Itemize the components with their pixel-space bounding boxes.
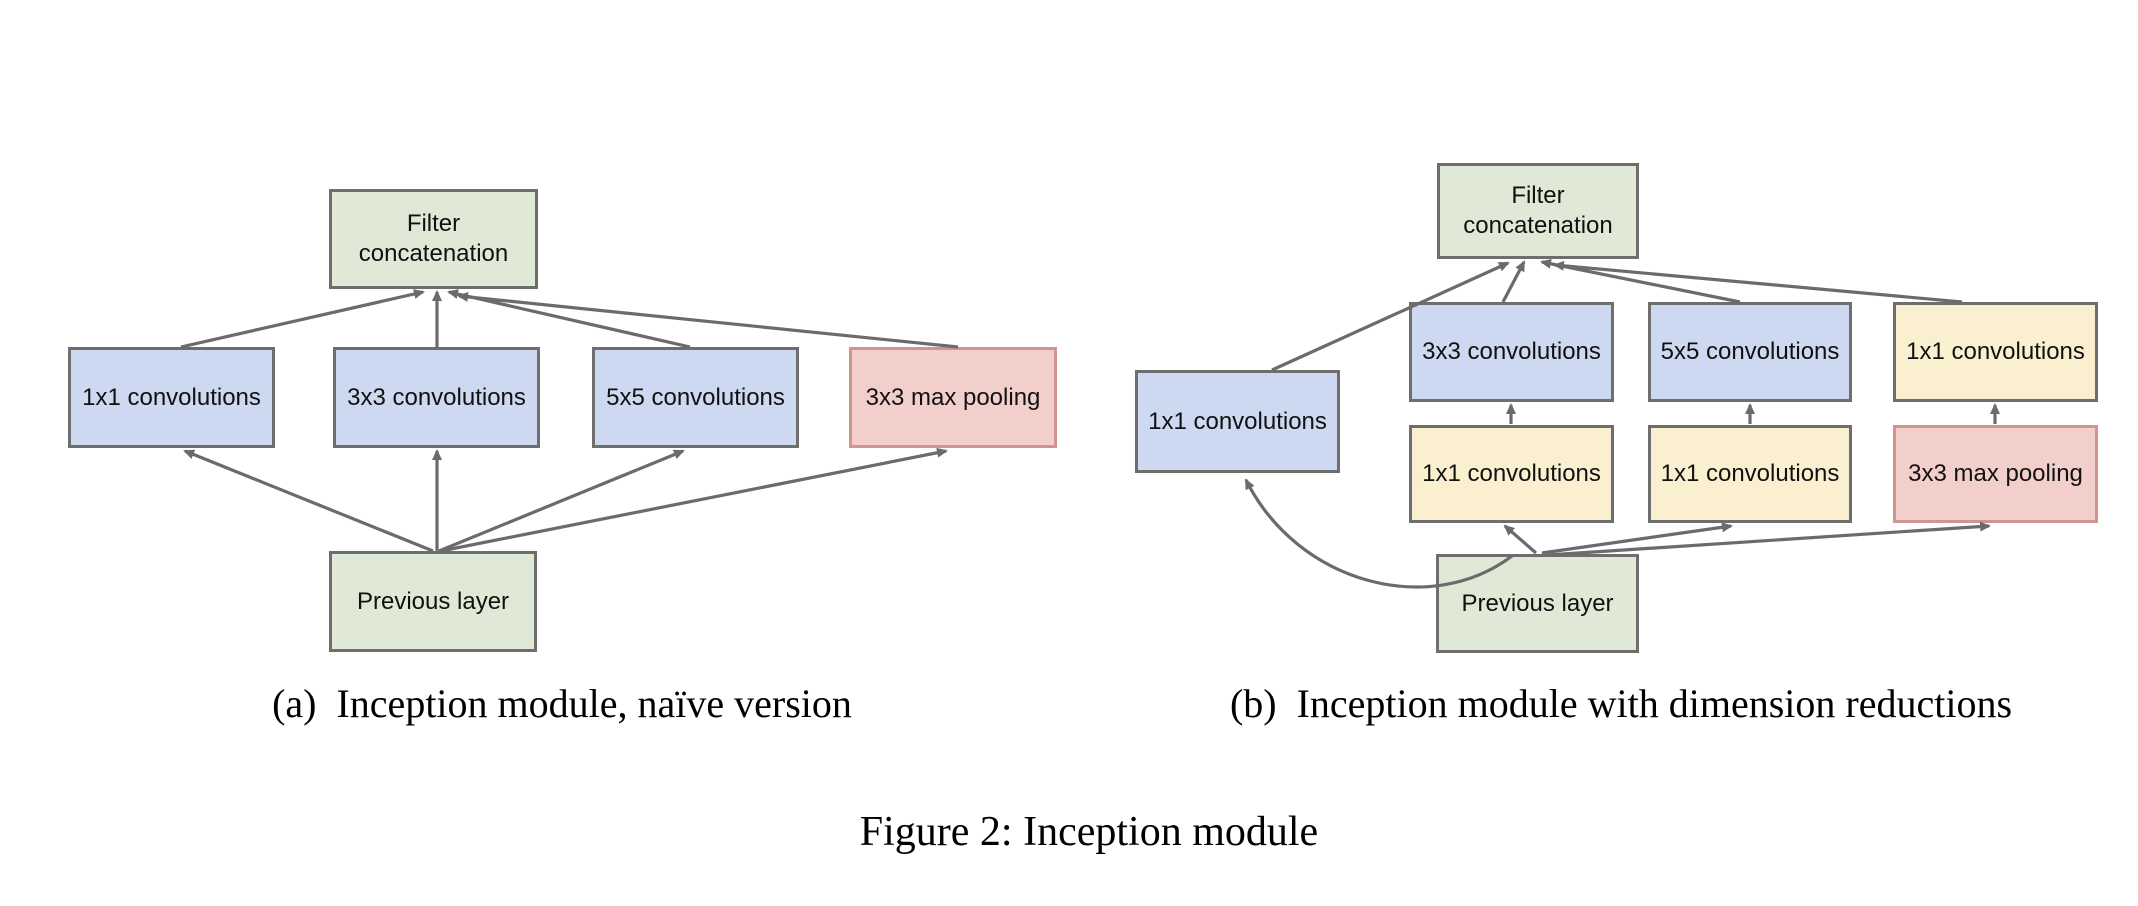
- node-b-filter-concatenation: Filter concatenation: [1437, 163, 1639, 259]
- node-b-1x1-convolutions-right: 1x1 convolutions: [1893, 302, 2098, 402]
- node-b-1x1-reduce-before-3x3: 1x1 convolutions: [1409, 425, 1614, 523]
- node-b-3x3-max-pooling: 3x3 max pooling: [1893, 425, 2098, 523]
- subcaption-a-text: Inception module, naïve version: [336, 681, 852, 726]
- node-b-5x5-convolutions: 5x5 convolutions: [1648, 302, 1852, 402]
- subcaption-b-label: (b): [1229, 681, 1277, 726]
- node-a-3x3-convolutions: 3x3 convolutions: [333, 347, 540, 448]
- node-b-previous-layer: Previous layer: [1436, 554, 1639, 653]
- subcaption-a: (a) Inception module, naïve version: [60, 680, 1064, 727]
- node-a-5x5-convolutions: 5x5 convolutions: [592, 347, 799, 448]
- figure-caption: Figure 2: Inception module: [859, 809, 1319, 855]
- node-a-filter-concatenation: Filter concatenation: [329, 189, 538, 289]
- node-b-1x1-reduce-before-5x5: 1x1 convolutions: [1648, 425, 1852, 523]
- subcaption-b-text: Inception module with dimension reductio…: [1296, 681, 2013, 726]
- diagram-a-arrows: [180, 289, 959, 553]
- node-a-1x1-convolutions: 1x1 convolutions: [68, 347, 275, 448]
- node-a-previous-layer: Previous layer: [329, 551, 537, 652]
- subcaption-b: (b) Inception module with dimension reduc…: [1104, 680, 2138, 727]
- node-b-3x3-convolutions: 3x3 convolutions: [1409, 302, 1614, 402]
- node-a-3x3-max-pooling: 3x3 max pooling: [849, 347, 1057, 448]
- subcaption-a-label: (a): [272, 681, 317, 726]
- diagram-b-arrows: [1244, 258, 2000, 589]
- node-b-1x1-convolutions-left: 1x1 convolutions: [1135, 370, 1340, 473]
